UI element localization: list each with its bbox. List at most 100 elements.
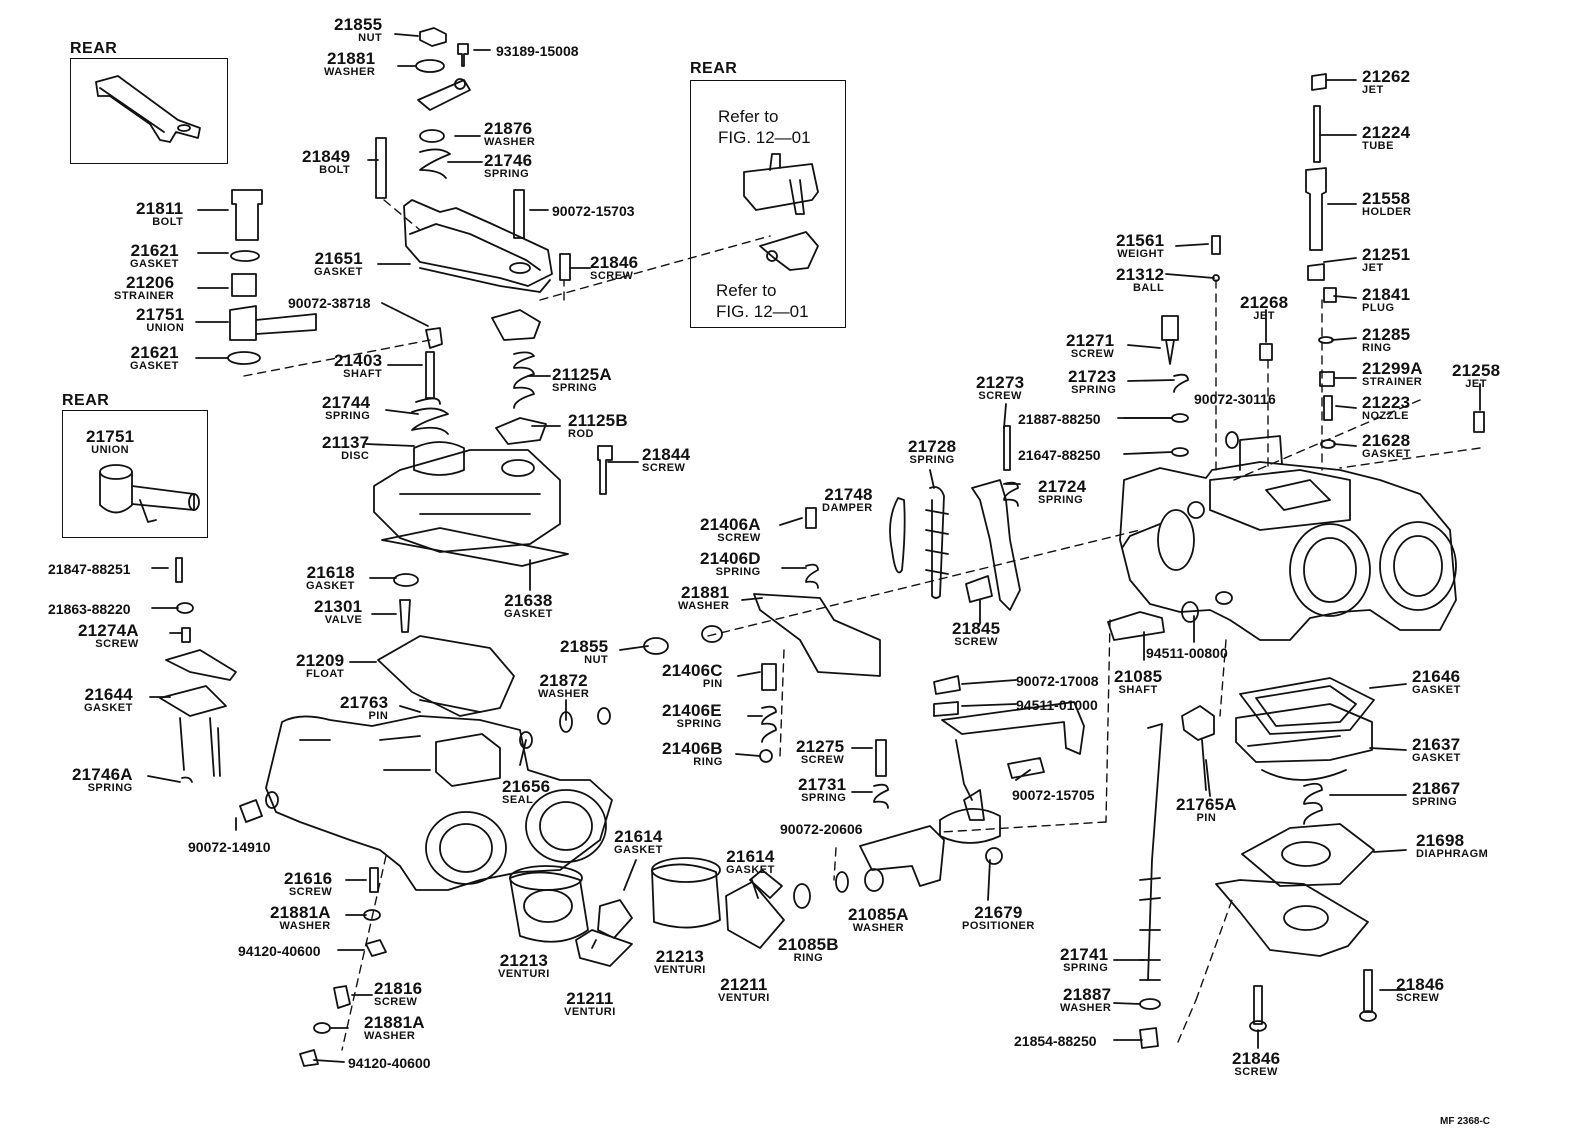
part-number: 21275 (796, 737, 845, 756)
part-number: 21844 (642, 445, 691, 464)
part-name: GASKET (1412, 752, 1461, 764)
part-name: FLOAT (305, 668, 345, 680)
part-name: SPRING (87, 782, 133, 794)
part-number: 21621 (130, 241, 179, 260)
jet-column (1161, 73, 1485, 457)
part-name: HOLDER (1362, 206, 1412, 218)
part-number: 21841 (1362, 285, 1411, 304)
part-number: 21876 (484, 119, 533, 138)
part-name: SCREW (717, 532, 761, 544)
part-name: WASHER (1060, 1002, 1112, 1014)
part-name: SCREW (95, 638, 139, 650)
part-name: RING (693, 756, 723, 768)
part-name: SPRING (1063, 962, 1109, 974)
throttle-linkage (701, 425, 1085, 887)
part-name: VENTURI (654, 964, 706, 976)
part-name: GASKET (84, 702, 133, 714)
part-number: 21209 (296, 651, 345, 670)
part-number: 21748 (824, 485, 873, 504)
part-name: SCREW (1234, 1066, 1278, 1078)
part-number: 21301 (314, 597, 363, 616)
part-name: WEIGHT (1117, 248, 1165, 260)
part-number: 21881A (364, 1013, 425, 1032)
part-number: 21728 (908, 437, 957, 456)
pn-90072-17008: 90072-17008 (1016, 673, 1099, 689)
part-name: JET (1465, 378, 1487, 390)
refer-line1: Refer to (718, 107, 779, 126)
part-number: 21125A (552, 365, 612, 384)
part-name: SCREW (1070, 348, 1115, 360)
part-name: SCREW (642, 462, 686, 474)
part-name: PIN (1196, 812, 1217, 824)
part-number: 21723 (1068, 367, 1117, 386)
part-number: 21271 (1066, 331, 1115, 350)
part-name: GASKET (314, 266, 363, 278)
part-name: STRAINER (114, 290, 175, 302)
part-name: SPRING (1071, 384, 1117, 396)
part-number: 21849 (302, 147, 351, 166)
part-name: SEAL (502, 794, 534, 806)
part-name: GASKET (504, 608, 553, 620)
pn-21647-88250: 21647-88250 (1018, 447, 1101, 463)
part-number: 21137 (322, 433, 370, 452)
part-name: WASHER (279, 920, 331, 932)
part-name: UNION (146, 322, 185, 334)
part-name: SPRING (484, 168, 530, 180)
part-name: SPRING (801, 792, 847, 804)
part-number: 21751 (136, 305, 185, 324)
pn-94120-40600-a: 94120-40600 (238, 943, 321, 959)
part-name: PIN (368, 710, 389, 722)
part-name: GASKET (614, 844, 663, 856)
part-number: 21746 (484, 151, 533, 170)
part-name: SCREW (954, 636, 998, 648)
pn-94511-01000: 94511-01000 (1016, 697, 1098, 713)
part-name: JET (1253, 310, 1275, 322)
part-number: 21741 (1060, 945, 1109, 964)
part-number: 21406B (662, 739, 723, 758)
part-name: ROD (568, 428, 594, 440)
part-name: POSITIONER (962, 920, 1035, 932)
part-name: WASHER (324, 66, 376, 78)
part-number: 21614 (726, 847, 775, 866)
part-number: 21312 (1116, 265, 1165, 284)
part-name: NUT (358, 32, 383, 44)
part-name: SPRING (1038, 494, 1084, 506)
part-number: 21618 (306, 563, 355, 582)
part-number: 21561 (1116, 231, 1165, 250)
pn-21847-88251: 21847-88251 (48, 561, 131, 577)
part-name: WASHER (364, 1030, 416, 1042)
part-number: 21403 (334, 351, 383, 370)
part-name: SPRING (1412, 796, 1458, 808)
part-number: 21763 (340, 693, 389, 712)
part-number: 21867 (1412, 779, 1461, 798)
part-name: SPRING (676, 718, 722, 730)
